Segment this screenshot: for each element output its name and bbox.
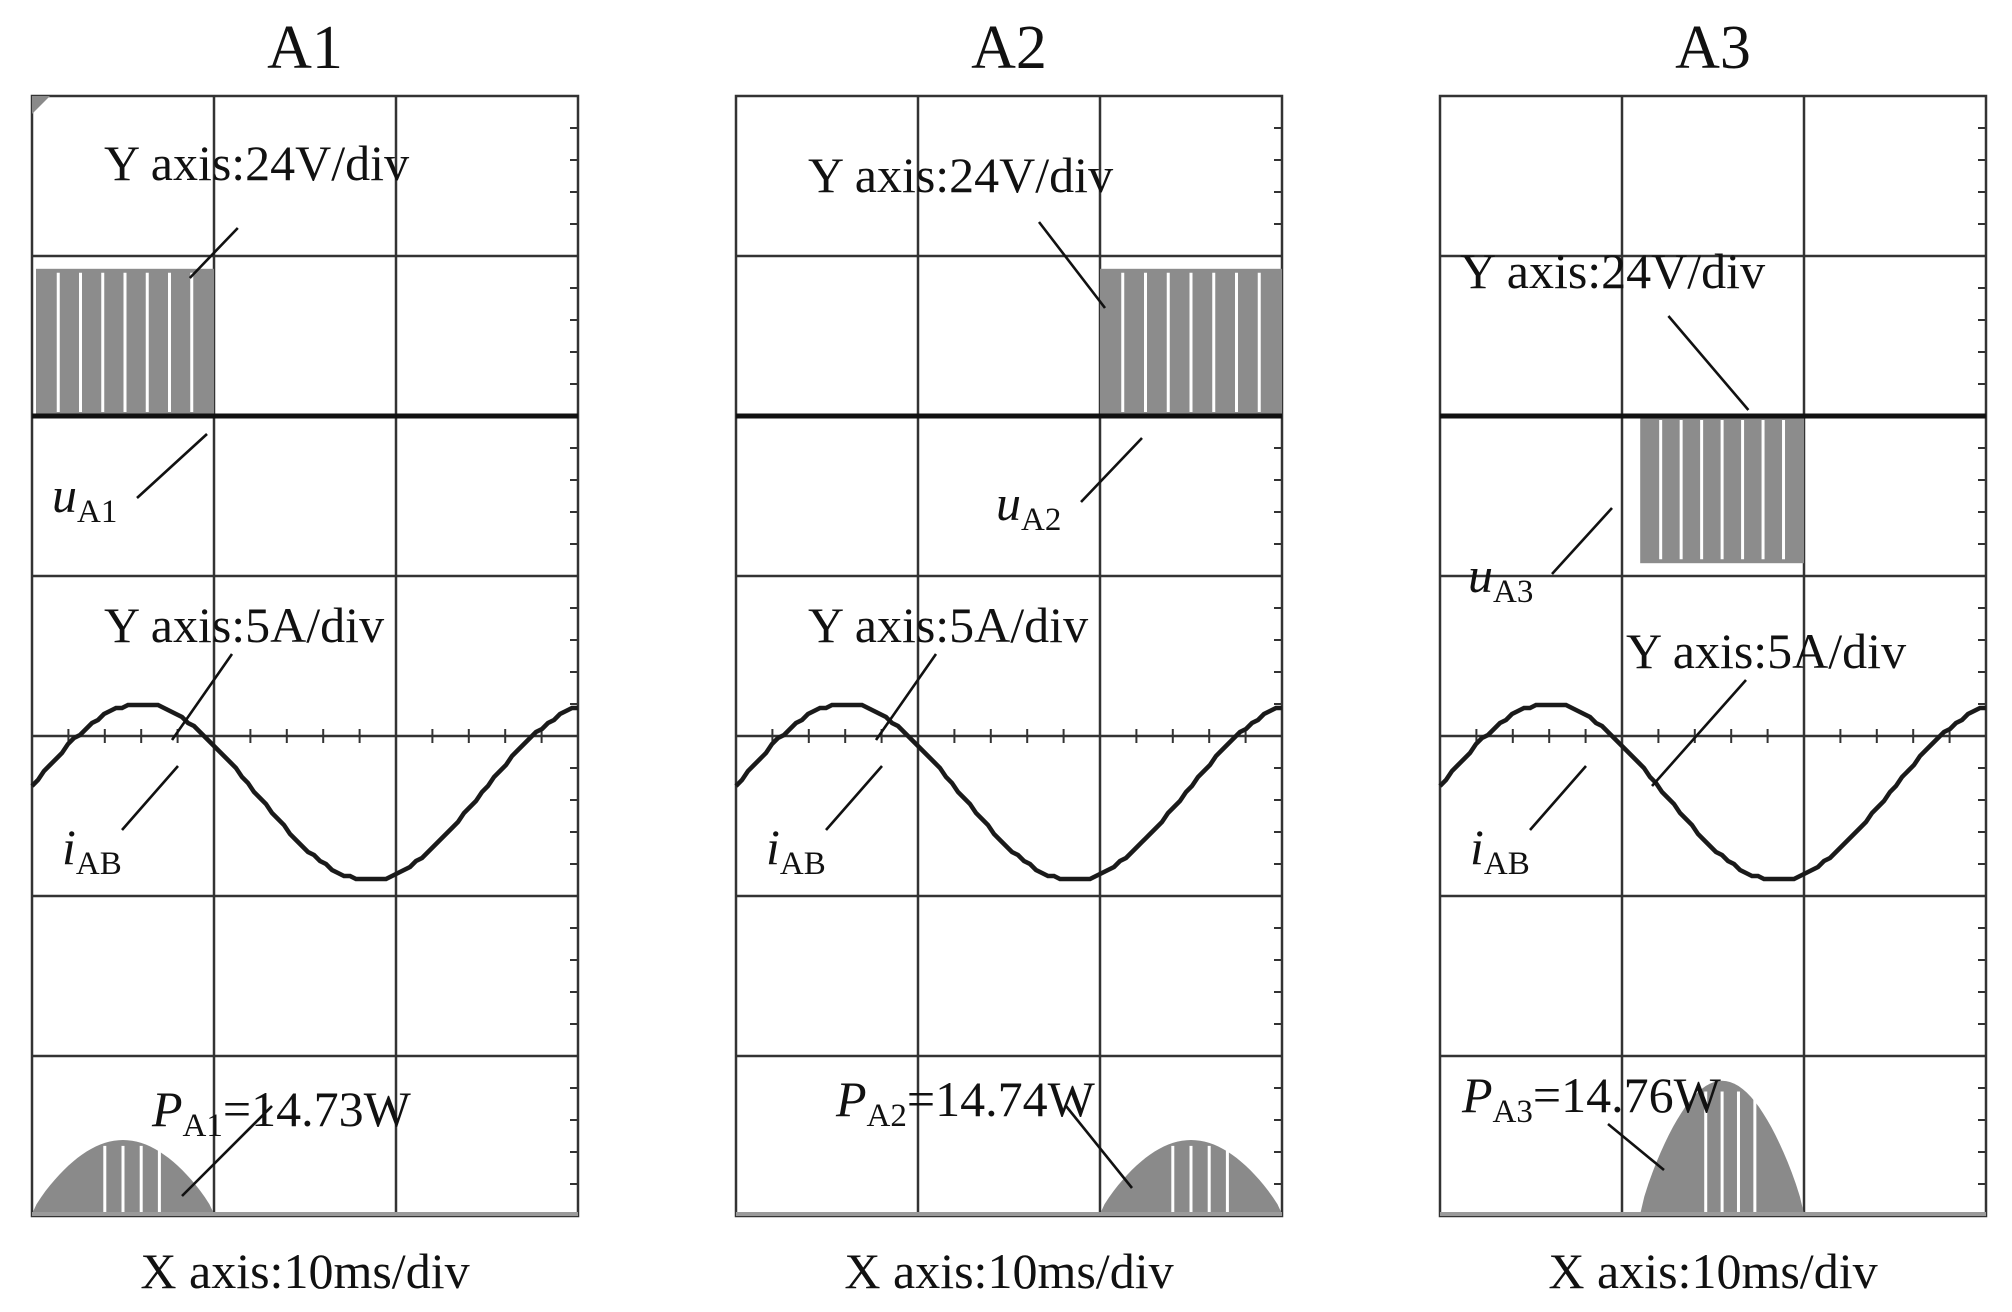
power-label-value: =14.73W [223,1081,412,1137]
power-label-symbol: P [1461,1067,1493,1123]
voltage-trace-label: uA1 [52,467,117,530]
voltage-label-leader [136,433,208,499]
current-scale-label: Y axis:5A/div [808,597,1088,653]
voltage-scale-leader [1667,315,1750,411]
current-trace-label-subscript: AB [1484,846,1530,882]
voltage-scale-label: Y axis:24V/div [104,135,409,191]
current-sine-trace [30,702,578,882]
voltage-label-leader [1080,437,1143,503]
current-trace-label: iAB [1470,819,1530,882]
current-label-leader [121,765,179,831]
current-scale-leader [170,653,234,741]
x-axis-label: X axis:10ms/div [140,1243,469,1299]
voltage-trace-label-subscript: A2 [1021,502,1061,538]
current-trace-label-subscript: AB [780,846,826,882]
current-scale-label: Y axis:5A/div [104,597,384,653]
panel-title: A3 [1675,14,1751,82]
power-label-subscript: A3 [1493,1094,1533,1130]
current-label-leader [825,765,883,831]
x-axis-label: X axis:10ms/div [844,1243,1173,1299]
power-label: PA1=14.73W [151,1081,412,1144]
current-trace-label-symbol: i [62,819,76,875]
power-label: PA3=14.76W [1461,1067,1722,1130]
current-trace-label-subscript: AB [76,846,122,882]
voltage-scale-label: Y axis:24V/div [1460,243,1765,299]
voltage-scale-leader [188,227,239,279]
current-trace-label: iAB [62,819,122,882]
x-axis-label: X axis:10ms/div [1548,1243,1877,1299]
current-trace-label-symbol: i [766,819,780,875]
corner-marker [32,96,50,114]
current-scale-leader [1651,679,1747,787]
voltage-trace-label: uA3 [1468,547,1533,610]
current-sine-trace [734,702,1282,882]
power-label: PA2=14.74W [835,1071,1096,1134]
panel-title: A2 [971,14,1047,82]
current-trace-label-symbol: i [1470,819,1484,875]
current-label-leader [1529,765,1587,831]
current-scale-label: Y axis:5A/div [1626,623,1906,679]
power-label-leader [181,1105,273,1197]
plot-frame [30,94,580,1218]
power-label-subscript: A1 [183,1108,223,1144]
current-scale-leader [874,653,938,741]
panel-title: A1 [267,14,343,82]
power-label-value: =14.76W [1533,1067,1722,1123]
voltage-label-leader [1551,507,1613,575]
voltage-scale-leader [1037,221,1107,309]
voltage-scale-label: Y axis:24V/div [808,147,1113,203]
plot-frame [734,94,1284,1218]
voltage-trace-label-symbol: u [996,475,1021,531]
power-label-leader [1607,1122,1665,1172]
power-label-leader [1064,1105,1134,1189]
power-label-subscript: A2 [867,1098,907,1134]
current-trace-label: iAB [766,819,826,882]
power-label-value: =14.74W [907,1071,1096,1127]
current-sine-trace [1438,702,1986,882]
voltage-trace-label-symbol: u [52,467,77,523]
voltage-trace-label-symbol: u [1468,547,1493,603]
voltage-trace-label: uA2 [996,475,1061,538]
power-label-symbol: P [151,1081,183,1137]
voltage-trace-label-subscript: A3 [1493,574,1533,610]
voltage-trace-label-subscript: A1 [77,494,117,530]
power-label-symbol: P [835,1071,867,1127]
